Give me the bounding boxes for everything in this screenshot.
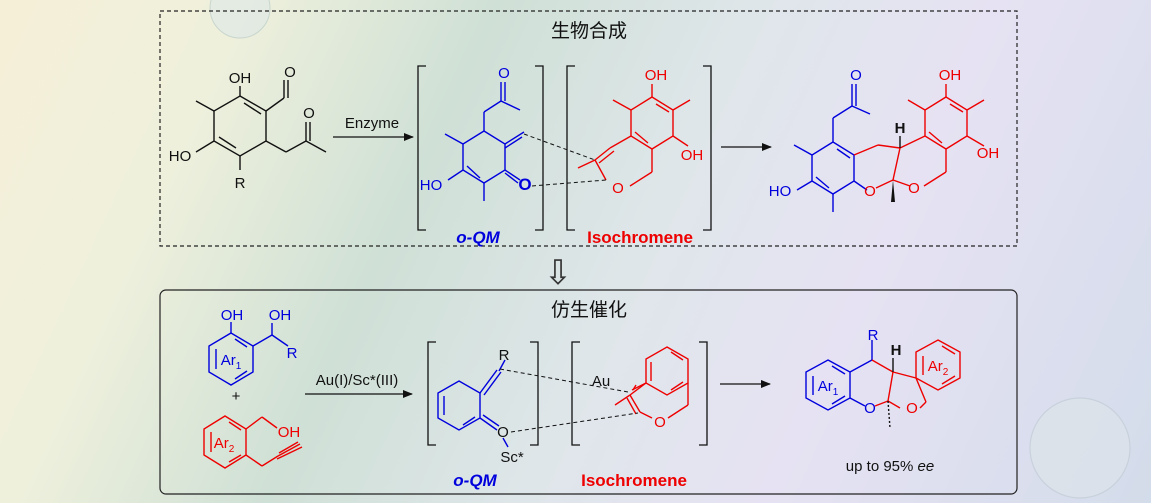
panel-title: 仿生催化 <box>551 299 627 321</box>
ketone-oxygen-label: O <box>303 105 315 122</box>
ring-oxygen-label: O <box>612 180 624 197</box>
down-arrow-icon: ⇩ <box>544 254 573 292</box>
product-molecule-blue-part <box>793 84 871 212</box>
hydroxyl-label: OH <box>221 307 244 324</box>
arrow-label-catalyst: Au(I)/Sc*(III) <box>316 372 399 389</box>
reactant-1-molecule <box>208 322 289 386</box>
aryl-label: Ar1 <box>221 352 242 372</box>
bubble-decoration <box>1029 397 1131 499</box>
gold-label: Au <box>592 373 610 390</box>
bracket-left <box>566 65 575 231</box>
panel-title: 生物合成 <box>551 20 627 42</box>
product-molecule-blue-part <box>805 340 873 411</box>
enantiomeric-excess-result: up to 95% ee <box>846 458 934 475</box>
arrow-label-enzyme: Enzyme <box>345 115 399 132</box>
ortho-quinone-methide-molecule <box>444 82 525 201</box>
caption-o-qm: o-QM <box>453 471 497 490</box>
isochromene-molecule <box>614 346 689 419</box>
interaction-dashed-line <box>531 179 607 187</box>
bracket-right <box>535 65 544 231</box>
isochromene-molecule <box>577 84 691 187</box>
hydroxyl-label: OH <box>977 145 1000 162</box>
caption-o-qm: o-QM <box>456 228 500 247</box>
hydroxyl-label: HO <box>769 183 792 200</box>
quinone-oxygen-label: O <box>518 175 531 194</box>
bond <box>874 400 889 407</box>
interaction-dashed-line <box>499 368 629 393</box>
interaction-dashed-line <box>510 412 639 433</box>
hydroxyl-label: OH <box>681 147 704 164</box>
hydroxyl-label: OH <box>278 424 301 441</box>
ketone-oxygen-label: O <box>498 65 510 82</box>
r-group-label: R <box>868 327 879 344</box>
ring-oxygen-label: O <box>906 400 918 417</box>
biomimetic-panel <box>159 289 1018 495</box>
bracket-left <box>427 341 436 446</box>
stereo-h-label: H <box>895 120 906 137</box>
ring-oxygen-label: O <box>908 180 920 197</box>
r-group-label: R <box>235 175 246 192</box>
product-molecule-red-part <box>853 84 985 189</box>
hydroxyl-label: OH <box>939 67 962 84</box>
aryl-label: Ar2 <box>928 358 949 378</box>
stereo-h-label: H <box>891 342 902 359</box>
caption-isochromene: Isochromene <box>581 471 687 490</box>
methyl-wedge-bond <box>891 180 895 202</box>
bubble-decoration <box>209 0 271 39</box>
aldehyde-oxygen-label: O <box>284 64 296 81</box>
methyl-hash-bond <box>887 400 891 429</box>
r-group-label: R <box>287 345 298 362</box>
ketone-oxygen-label: O <box>850 67 862 84</box>
aryl-label: Ar2 <box>214 435 235 455</box>
ring-oxygen-label: O <box>654 414 666 431</box>
reactant-2-molecule <box>203 415 303 469</box>
ortho-quinone-methide-molecule <box>437 359 509 448</box>
hydroxyl-label: OH <box>269 307 292 324</box>
aryl-label: Ar1 <box>818 378 839 398</box>
plus-sign: + <box>232 388 241 405</box>
hydroxyl-label: HO <box>169 148 192 165</box>
bracket-right <box>530 341 539 446</box>
oxygen-label: O <box>497 424 509 441</box>
product-molecule-red-part <box>871 339 961 409</box>
hydroxyl-label: HO <box>420 177 443 194</box>
bracket-left <box>417 65 426 231</box>
bracket-right <box>699 341 708 446</box>
caption-isochromene: Isochromene <box>587 228 693 247</box>
pyran-oxygen-label: O <box>864 183 876 200</box>
hydroxyl-label: OH <box>229 70 252 87</box>
biosynthesis-panel <box>159 10 1018 247</box>
bond <box>631 382 647 391</box>
hydroxyl-label: OH <box>645 67 668 84</box>
r-group-label: R <box>499 347 510 364</box>
bracket-left <box>571 341 580 446</box>
pyran-oxygen-label: O <box>864 400 876 417</box>
interaction-dashed-line <box>523 133 596 161</box>
reactant-molecule <box>195 80 327 170</box>
bracket-right <box>703 65 712 231</box>
scandium-catalyst-label: Sc* <box>500 449 524 466</box>
